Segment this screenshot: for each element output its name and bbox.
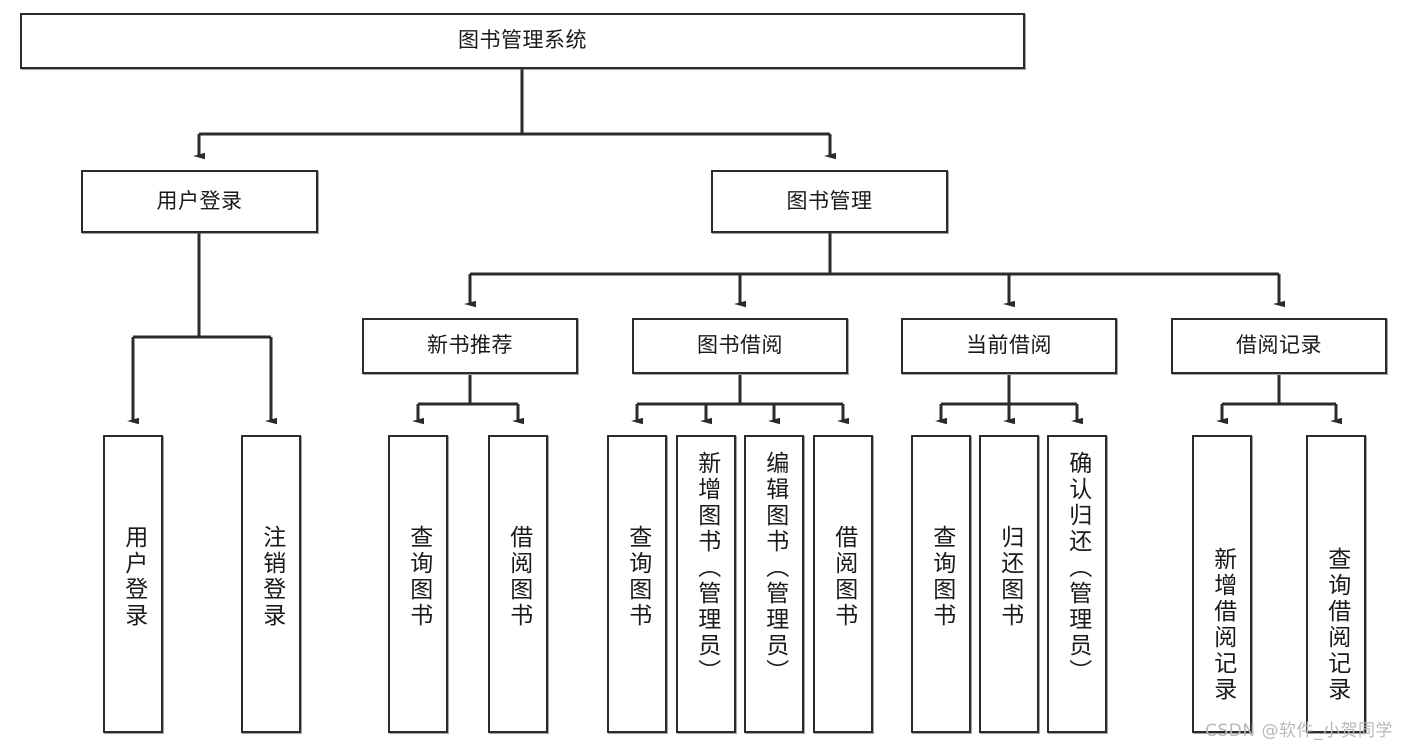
node-label: 借阅记录 [1236, 333, 1322, 358]
node-label: 借阅图书 [830, 525, 857, 629]
node-leaf-logout[interactable]: 注销登录 [241, 435, 301, 733]
node-label: 当前借阅 [966, 333, 1052, 358]
node-label: 查询图书 [624, 525, 651, 629]
node-leaf-bb-query-book[interactable]: 查询图书 [607, 435, 667, 733]
node-user-login[interactable]: 用户登录 [81, 170, 318, 233]
node-label: 查询图书 [928, 525, 955, 629]
node-leaf-bb-add-book[interactable]: 新增图书（管理员） [676, 435, 736, 733]
node-label: 用户登录 [120, 525, 147, 629]
node-leaf-br-query-record[interactable]: 查询借阅记录 [1306, 435, 1366, 733]
node-label: 归还图书 [996, 525, 1023, 629]
node-borrow-record[interactable]: 借阅记录 [1171, 318, 1387, 374]
node-label: 新增借阅记录 [1209, 547, 1236, 703]
node-leaf-cb-query-book[interactable]: 查询图书 [911, 435, 971, 733]
node-label: 查询图书 [405, 525, 432, 629]
watermark-text: CSDN @软件_小贺同学 [1205, 721, 1393, 741]
node-label: 借阅图书 [505, 525, 532, 629]
node-leaf-rec-borrow-book[interactable]: 借阅图书 [488, 435, 548, 733]
node-leaf-cb-return-book[interactable]: 归还图书 [979, 435, 1039, 733]
node-label: 编辑图书（管理员） [761, 451, 788, 685]
node-label: 确认归还（管理员） [1064, 451, 1091, 685]
node-leaf-cb-confirm-return[interactable]: 确认归还（管理员） [1047, 435, 1107, 733]
node-label: 用户登录 [156, 188, 243, 213]
node-leaf-user-login[interactable]: 用户登录 [103, 435, 163, 733]
node-label: 注销登录 [258, 525, 285, 629]
node-label: 新增图书（管理员） [693, 451, 720, 685]
node-root-system[interactable]: 图书管理系统 [20, 13, 1025, 69]
node-leaf-bb-edit-book[interactable]: 编辑图书（管理员） [744, 435, 804, 733]
node-label: 查询借阅记录 [1323, 547, 1350, 703]
node-leaf-rec-query-book[interactable]: 查询图书 [388, 435, 448, 733]
node-label: 图书管理系统 [458, 28, 587, 53]
node-book-manage[interactable]: 图书管理 [711, 170, 948, 233]
node-new-book-recommend[interactable]: 新书推荐 [362, 318, 578, 374]
node-label: 图书借阅 [697, 333, 783, 358]
node-label: 图书管理 [786, 188, 873, 213]
node-book-borrow[interactable]: 图书借阅 [632, 318, 848, 374]
node-label: 新书推荐 [427, 333, 513, 358]
node-leaf-br-add-record[interactable]: 新增借阅记录 [1192, 435, 1252, 733]
node-current-borrow[interactable]: 当前借阅 [901, 318, 1117, 374]
node-leaf-bb-borrow-book[interactable]: 借阅图书 [813, 435, 873, 733]
